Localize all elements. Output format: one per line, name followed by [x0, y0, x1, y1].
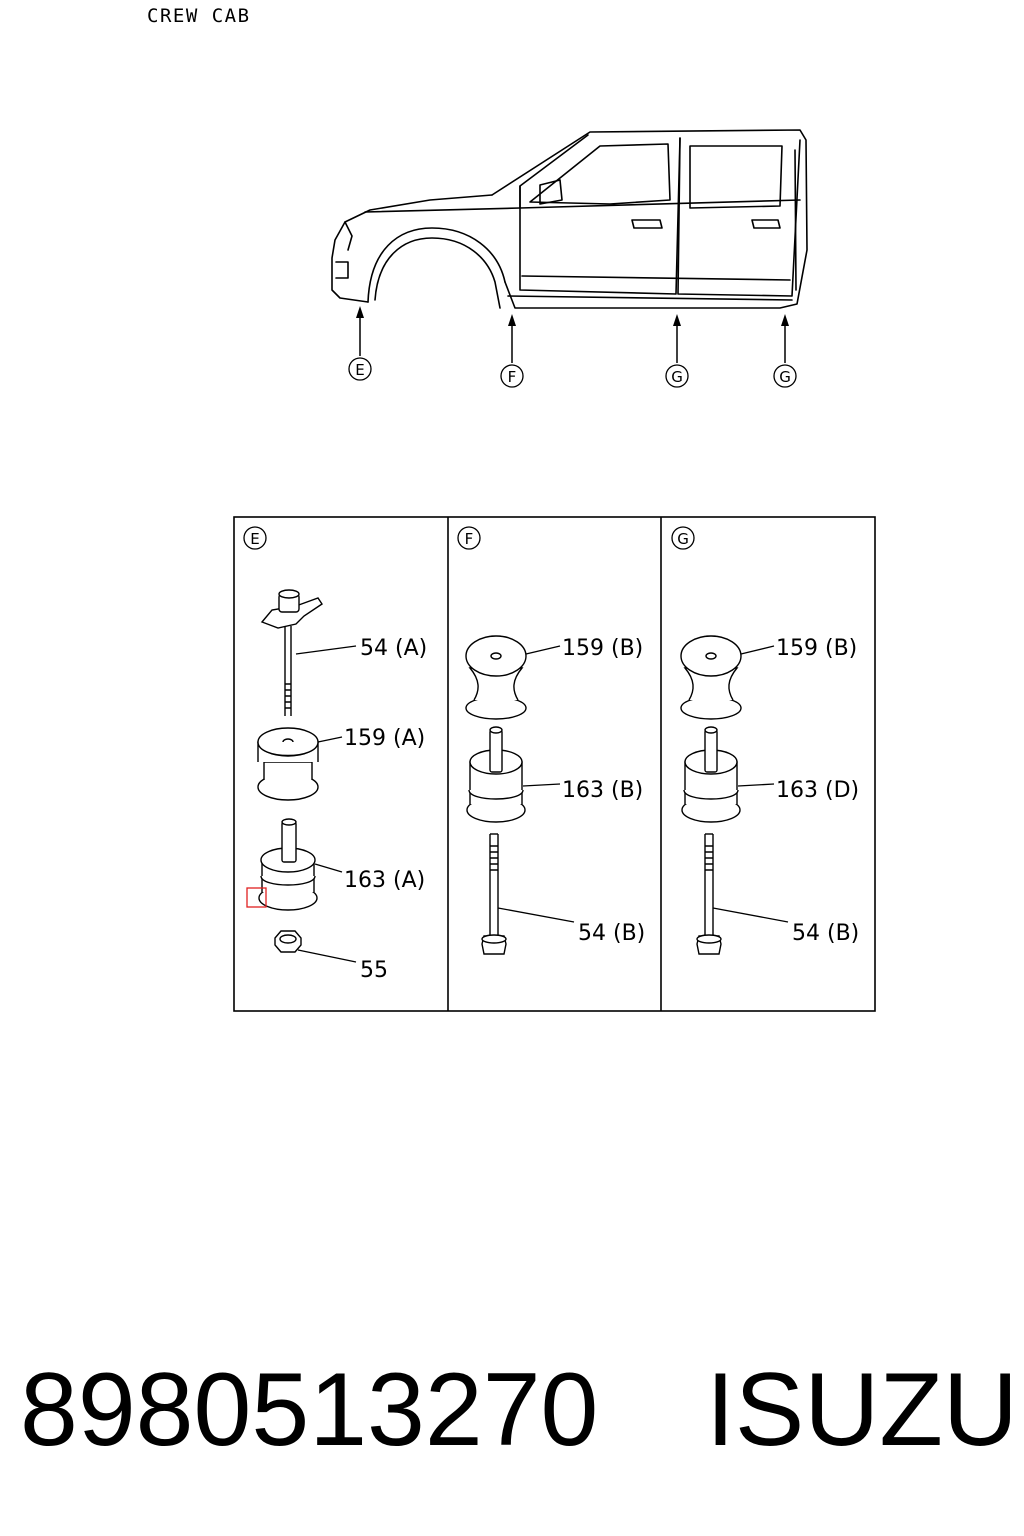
cushion-159a-icon	[257, 727, 319, 801]
brand-name: ISUZU	[706, 1352, 1018, 1468]
callout-54a: 54 (A)	[360, 636, 427, 661]
marker-f-label: F	[508, 368, 517, 386]
panel-g-letter: G	[677, 530, 689, 548]
highlight-box	[246, 887, 267, 908]
panel-e: E 54 (A) 159 (A)	[243, 526, 427, 983]
panels-frame	[233, 516, 876, 1012]
callout-159b-g: 159 (B)	[776, 636, 857, 661]
leader-54b-f	[497, 907, 575, 923]
leader-163a	[314, 863, 343, 873]
panel-f: F 159 (B) 163 (B)	[457, 526, 645, 955]
leader-163b	[522, 783, 561, 787]
part-number: 8980513270	[20, 1352, 599, 1468]
marker-g-2-label: G	[779, 368, 791, 386]
callout-54b-f: 54 (B)	[578, 921, 645, 946]
bolt-54b-g-icon	[696, 833, 722, 955]
marker-e: E	[348, 306, 372, 381]
bolt-54b-f-icon	[481, 833, 507, 955]
leader-54a	[295, 645, 357, 655]
vehicle-side-view	[331, 129, 808, 309]
leader-55	[297, 949, 357, 963]
panel-e-badge: E	[243, 526, 267, 550]
marker-g-1: G	[665, 314, 689, 388]
nut-55-icon	[274, 930, 302, 953]
callout-54b-g: 54 (B)	[792, 921, 859, 946]
leader-159b-f	[525, 645, 561, 655]
marker-f: F	[500, 314, 524, 388]
cushion-159b-icon	[465, 635, 527, 720]
marker-g-1-label: G	[671, 368, 683, 386]
cushion-163b-icon	[466, 726, 526, 823]
leader-159a	[317, 736, 343, 743]
panel-f-letter: F	[465, 530, 474, 548]
callout-163b: 163 (B)	[562, 778, 643, 803]
marker-g-2: G	[773, 314, 797, 388]
panel-g-badge: G	[671, 526, 695, 550]
cushion-159b-g-icon	[680, 635, 742, 720]
callout-163d: 163 (D)	[776, 778, 859, 803]
cushion-163a-icon	[258, 818, 318, 911]
callout-159b-f: 159 (B)	[562, 636, 643, 661]
diagram-title: CREW CAB	[147, 5, 251, 27]
vehicle-markers: E F G G	[348, 306, 797, 388]
leader-163d	[737, 783, 775, 787]
cushion-163d-icon	[681, 726, 741, 823]
panel-e-letter: E	[250, 530, 259, 548]
panel-g: G 159 (B) 163 (D)	[671, 526, 859, 955]
callout-55: 55	[360, 958, 388, 983]
leader-159b-g	[740, 645, 775, 655]
panel-f-badge: F	[457, 526, 481, 550]
callout-163a: 163 (A)	[344, 868, 425, 893]
marker-e-label: E	[355, 361, 364, 379]
bolt-54a-icon	[260, 589, 323, 716]
leader-54b-g	[712, 907, 789, 923]
callout-159a: 159 (A)	[344, 726, 425, 751]
detail-panels	[233, 516, 876, 1012]
